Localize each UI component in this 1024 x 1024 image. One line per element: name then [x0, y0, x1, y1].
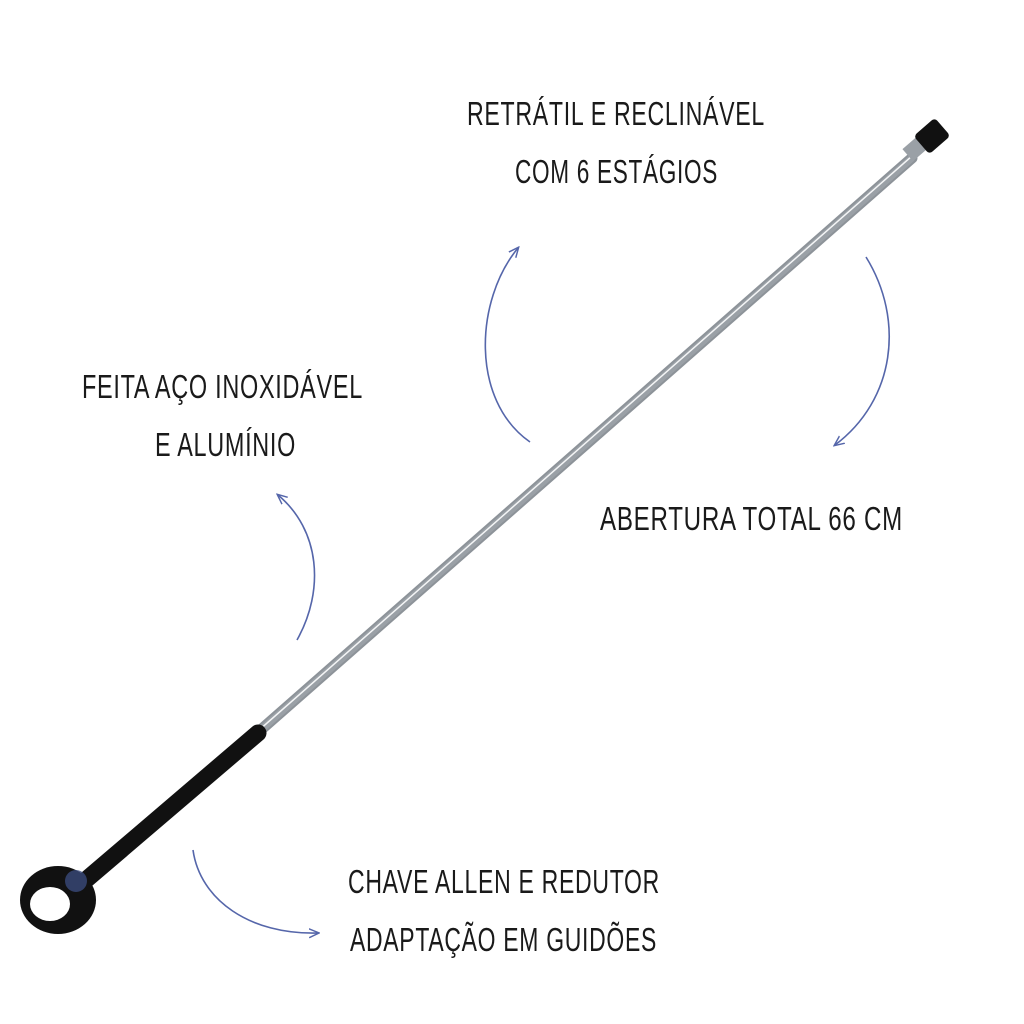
label-opening: ABERTURA TOTAL 66 CM: [600, 500, 903, 537]
label-allen-line2: ADAPTAÇÃO EM GUIDÕES: [350, 921, 657, 958]
rod-tip-cap: [902, 119, 949, 162]
label-material-line2: E ALUMÍNIO: [155, 426, 296, 463]
mounting-ring: [20, 866, 96, 934]
arrow-allen: [192, 849, 318, 933]
brand-logo: [65, 870, 87, 892]
black-handle: [71, 724, 267, 894]
telescopic-rod: [249, 152, 918, 741]
arrow-opening: [835, 256, 890, 445]
label-retractable-line1: RETRÁTIL E RECLINÁVEL: [467, 95, 765, 132]
label-allen-line1: CHAVE ALLEN E REDUTOR: [348, 863, 660, 900]
arrow-retractable: [484, 248, 531, 443]
arrow-material: [278, 495, 316, 641]
label-retractable-line2: COM 6 ESTÁGIOS: [515, 153, 718, 190]
label-material-line1: FEITA AÇO INOXIDÁVEL: [82, 368, 363, 405]
